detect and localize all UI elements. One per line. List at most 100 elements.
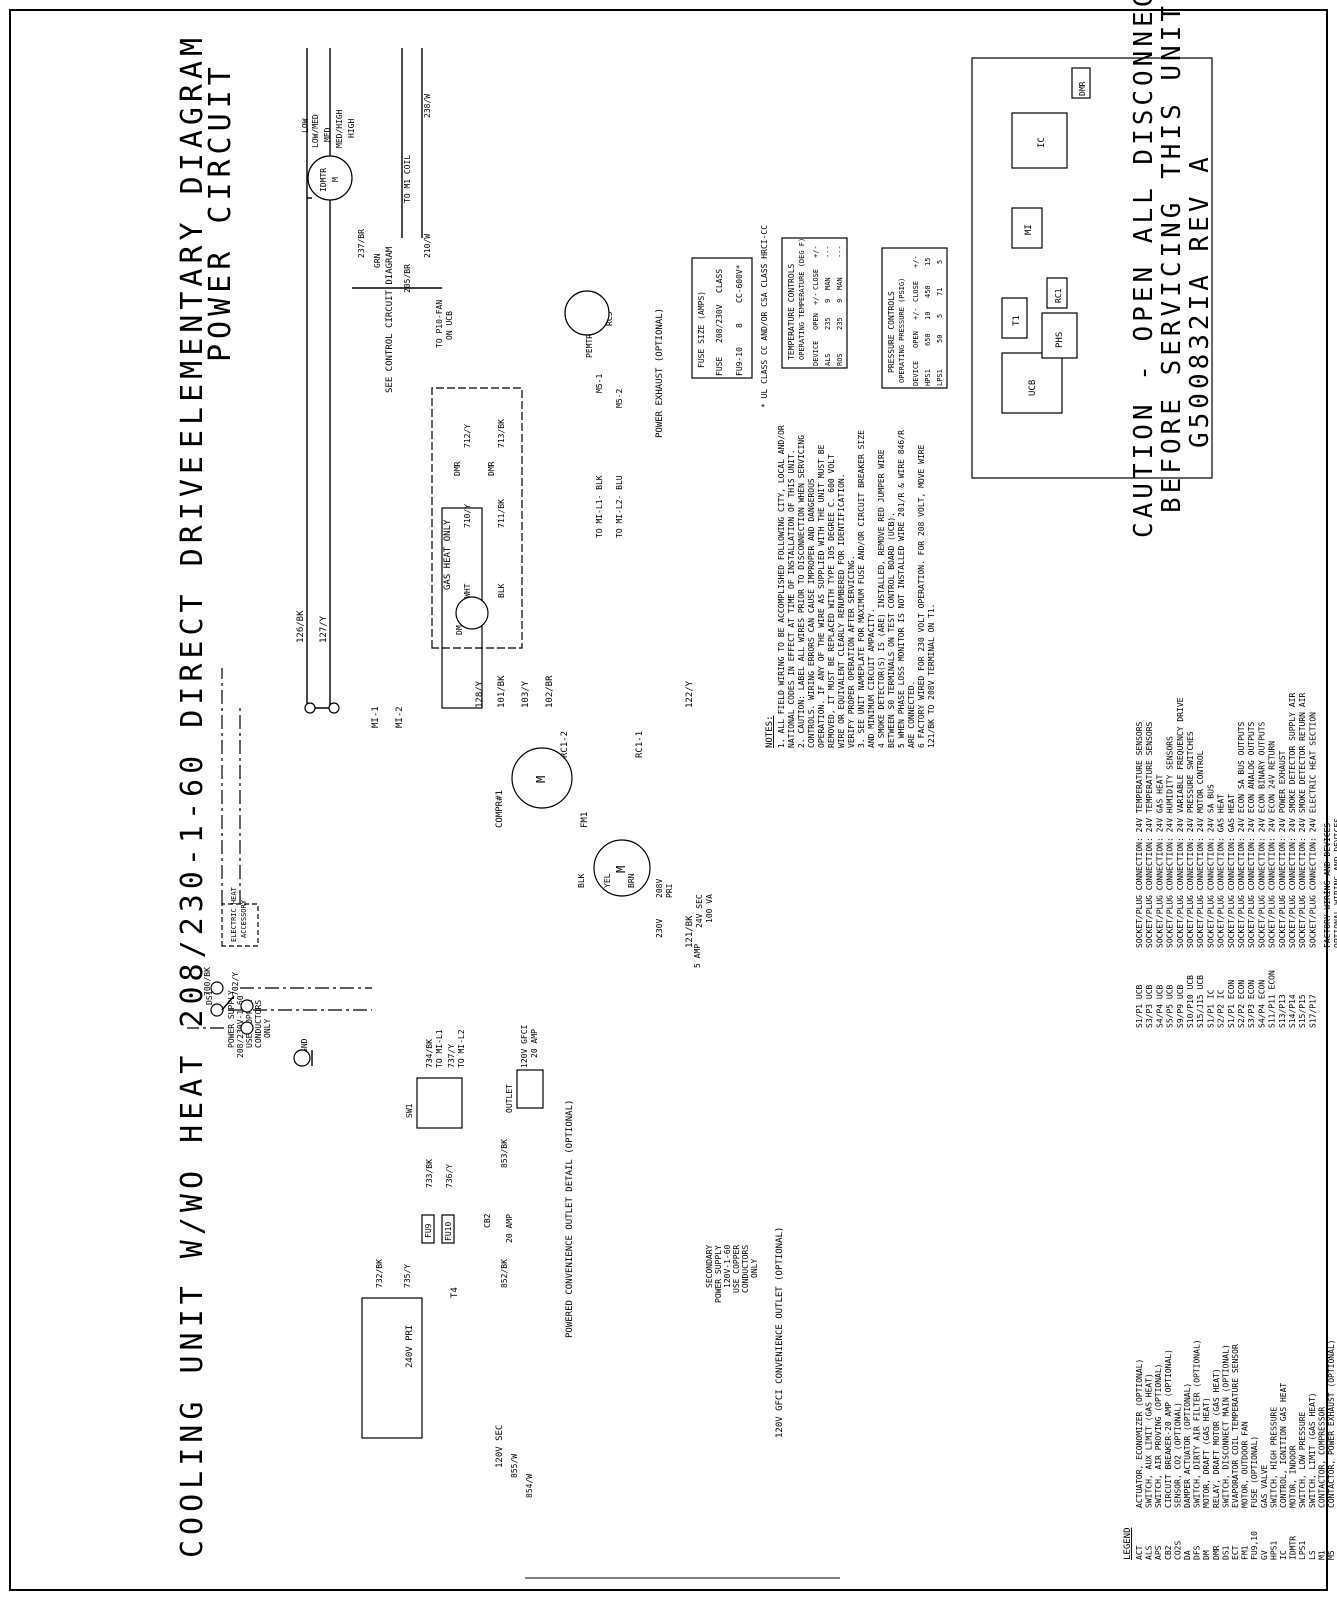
note-line: BETWEEN S0 TERMINALS ON TEST CONTROL BOA… <box>887 512 896 748</box>
ds1-terminal-t2 <box>241 1000 253 1012</box>
gfci-outlet <box>517 1070 543 1108</box>
legend-code: IC <box>1279 1550 1288 1560</box>
legend-code: DA <box>1183 1550 1192 1560</box>
rc1-1-label: RC1-1 <box>635 731 645 758</box>
connection-desc: SOCKET/PLUG CONNECTION: 24V ELECTRIC HEA… <box>1308 712 1317 948</box>
outlet-label: OUTLET <box>505 1084 514 1113</box>
panel-ucb: UCB <box>1028 380 1038 396</box>
t4-sec: 120V SEC <box>495 1425 505 1468</box>
press-r0c2: 10 <box>924 312 932 320</box>
temp-table: TEMPERATURE CONTROLS OPERATING TEMPERATU… <box>782 238 847 368</box>
temp-h1: OPEN <box>812 313 820 330</box>
fuse-table: FUSE SIZE (AMPS) FUSE 208/230V CLASS FU9… <box>692 225 769 408</box>
idmtr-m: M <box>331 177 340 182</box>
temp-r0c0: ALS <box>824 353 832 366</box>
gfci-l1: 120V GFCI <box>520 1024 529 1068</box>
legend-code: ECT <box>1231 1545 1240 1560</box>
wire-102-br: 102/BR <box>545 675 555 708</box>
legend-desc: SWITCH, HIGH PRESSURE <box>1269 1407 1278 1508</box>
wire-101-bk: 101/BK <box>497 675 507 708</box>
compressor-label: COMPR#1 <box>495 790 505 828</box>
secondary-l3: 120V-1-60 <box>723 1244 732 1288</box>
legend-desc: MOTOR, OUTDOOR FAN <box>1241 1421 1250 1508</box>
connection-desc: SOCKET/PLUG CONNECTION: 24V GAS HEAT <box>1155 774 1164 948</box>
wire-238-w: 238/W <box>423 94 432 118</box>
speed-medhigh: MED/HIGH <box>335 109 344 148</box>
dm-label: DM <box>455 625 464 635</box>
to-ml2: TO MI-L2- BLU <box>615 475 624 538</box>
powered-detail: POWERED CONVENIENCE OUTLET DETAIL (OPTIO… <box>565 1100 575 1338</box>
wire-737-l2: TO MI-L2 <box>457 1029 466 1068</box>
gas-heat-only: GAS HEAT ONLY <box>443 519 453 590</box>
press-r1c3: 71 <box>936 288 944 296</box>
wire-210-w: 210/W <box>423 234 432 258</box>
fuse-table-title: FUSE SIZE (AMPS) <box>697 291 706 368</box>
legend-desc: CONTROL, IGNITION GAS HEAT <box>1279 1383 1288 1508</box>
fm-brn: BRN <box>627 873 636 888</box>
ds1-terminal-t1 <box>241 1022 253 1034</box>
secondary-l5: CONDUCTORS <box>741 1245 750 1293</box>
wire-237-br: 237/BR <box>357 229 366 258</box>
note-line: 3. SEE UNIT NAMEPLATE FOR MAXIMUM FUSE A… <box>857 430 866 748</box>
connection-desc: SOCKET/PLUG CONNECTION: GAS HEAT <box>1217 794 1226 948</box>
legend-desc: SWITCH, DIRTY AIR FILTER (OPTIONAL) <box>1193 1339 1202 1508</box>
legend-code: DM <box>1202 1550 1211 1560</box>
wire-852-bk: 852/BK <box>500 1259 509 1288</box>
temp-h0: DEVICE <box>812 341 820 366</box>
legend-code: HPS1 <box>1269 1541 1278 1560</box>
cb2-amp: 20 AMP <box>505 1214 514 1243</box>
connection-code: S4/P4 UCB <box>1155 984 1164 1028</box>
secondary-l6: ONLY <box>750 1259 759 1278</box>
press-h3: CLOSE <box>912 281 920 302</box>
legend-desc: CONTACTOR, POWER EXHAUST (OPTIONAL) <box>1327 1339 1336 1508</box>
wire-711-bk: 711/BK <box>497 499 506 528</box>
notes-block: NOTES: 1. ALL FIELD WIRING TO BE ACCOMPL… <box>765 425 936 748</box>
panel-mi: MI <box>1024 224 1034 235</box>
fuse-r0c0: FU9-10 <box>735 347 744 376</box>
to-ml1: TO MI-L1- BLK <box>595 475 604 538</box>
dmr-label-2: DMR <box>487 461 496 476</box>
connection-code: S10/P10 UCB <box>1186 975 1195 1028</box>
legend-desc: SWITCH, AIR PROVING (OPTIONAL) <box>1154 1364 1163 1509</box>
gfci-detail: 120V GFCI CONVENIENCE OUTLET (OPTIONAL) <box>775 1227 785 1438</box>
xfmr-208: 208V <box>655 879 664 898</box>
note-line: REMOVED, IT MUST BE REPLACED WITH TYPE 1… <box>827 454 836 748</box>
m5-2-label: M5-2 <box>615 389 624 408</box>
wire-735-y: 735/Y <box>403 1264 412 1288</box>
connection-desc: SOCKET/PLUG CONNECTION: 24V MOTOR CONTRO… <box>1196 750 1205 948</box>
note-line: 1. ALL FIELD WIRING TO BE ACCOMPLISHED F… <box>777 425 786 748</box>
wire-712-y: 712/Y <box>463 424 472 448</box>
legend-code: IDMTR <box>1289 1536 1298 1560</box>
press-r0c0: HPS1 <box>924 369 932 386</box>
legend-code: ALS <box>1145 1545 1154 1560</box>
press-title: PRESSURE CONTROLS <box>887 291 896 373</box>
secondary-l2: POWER SUPPLY <box>714 1245 723 1303</box>
panel-rc1: RC1 <box>1054 288 1063 303</box>
connection-code: S3/P3 UCB <box>1145 984 1154 1028</box>
connection-desc: SOCKET/PLUG CONNECTION: 24V POWER EXHAUS… <box>1278 750 1287 948</box>
sw1-box <box>417 1078 462 1128</box>
pressure-table: PRESSURE CONTROLS OPERATING PRESSURE (PS… <box>882 248 947 388</box>
temp-r1c3: MAN <box>836 277 844 290</box>
legend-desc: SWITCH, DISCONNECT MAIN (OPTIONAL) <box>1221 1344 1230 1508</box>
legend-desc: SENSOR, CO2 (OPTIONAL) <box>1173 1402 1182 1508</box>
connection-code: S1/P1 ECON <box>1227 980 1236 1028</box>
note-line: 2. CAUTION: LABEL ALL WIRES PRIOR TO DIS… <box>797 435 806 748</box>
speed-low: LOW <box>301 118 310 133</box>
dm-wht: WHT <box>463 583 472 598</box>
connection-code: S9/P9 UCB <box>1176 984 1185 1028</box>
fu9-label: FU9 <box>424 1223 433 1238</box>
wire-128-y: 128/Y <box>475 680 485 708</box>
wire-127-y: 127/Y <box>319 615 329 643</box>
fuse-r0c1: 8 <box>735 323 744 328</box>
press-sub: OPERATING PRESSURE (PSIG) <box>898 278 906 383</box>
m1-1-label: MI-1 <box>371 706 381 728</box>
wire-103-y: 103/Y <box>521 680 531 708</box>
panel-phs: PHS <box>1055 332 1065 348</box>
t4-pri: 240V PRI <box>405 1325 415 1368</box>
wire-126-bk: 126/BK <box>296 610 306 643</box>
wire-734-l1: 734/BK <box>425 1039 434 1068</box>
m1-contact-2 <box>329 703 339 713</box>
dm-blk: BLK <box>497 583 506 598</box>
